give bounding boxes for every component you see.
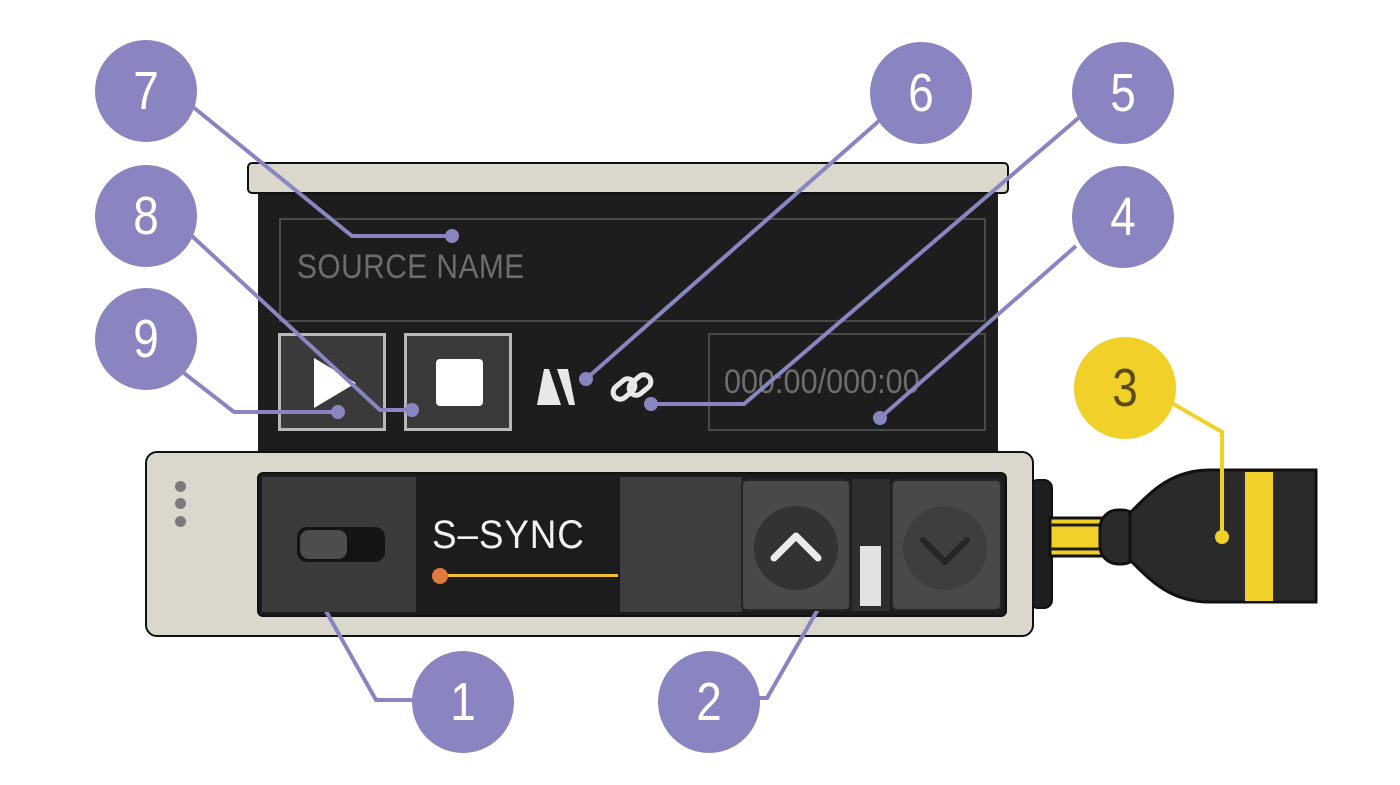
callout-5: 5: [1072, 42, 1174, 144]
metronome-icon[interactable]: [535, 365, 577, 407]
callout-2: 2: [658, 651, 760, 753]
callout-8: 8: [95, 165, 197, 267]
play-button[interactable]: [278, 333, 386, 431]
status-indicator-dot: [432, 568, 448, 584]
sync-label: S–SYNC: [432, 513, 585, 557]
up-button-circle: [754, 506, 838, 590]
status-indicator-line: [448, 574, 618, 577]
play-icon: [314, 358, 356, 408]
stop-button[interactable]: [404, 333, 512, 431]
grip-dots-icon: [175, 481, 186, 492]
track-panel-rail: [247, 162, 1009, 194]
link-icon[interactable]: [606, 365, 658, 409]
level-slider-thumb[interactable]: [860, 546, 881, 606]
grip-dot: [175, 498, 186, 509]
callout-1: 1: [412, 651, 514, 753]
chevron-down-icon: [920, 537, 970, 565]
callout-7: 7: [95, 40, 197, 142]
plug-icon: [1030, 468, 1318, 609]
stop-icon: [436, 359, 483, 406]
callout-3: 3: [1074, 337, 1176, 439]
toggle-knob: [300, 530, 347, 559]
grip-dot: [175, 516, 186, 527]
callout-9: 9: [95, 288, 197, 390]
callout-6: 6: [870, 42, 972, 144]
callout-4: 4: [1072, 166, 1174, 268]
time-display-text: 000:00/000:00: [724, 363, 920, 401]
value-display: [620, 477, 742, 612]
down-button-circle: [903, 506, 987, 590]
source-name-text: SOURCE NAME: [297, 248, 525, 286]
chevron-up-icon: [770, 532, 822, 562]
